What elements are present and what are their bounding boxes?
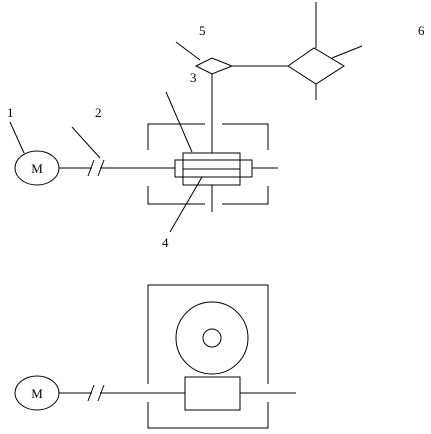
leader-3 <box>165 91 193 153</box>
label-4: 4 <box>162 235 169 250</box>
leader-4 <box>169 176 203 233</box>
motor-top-symbol: M <box>31 161 43 176</box>
wheel <box>175 301 249 375</box>
coupling-top <box>84 159 112 177</box>
label-5: 5 <box>199 23 206 38</box>
leader-2 <box>71 126 101 159</box>
bottom-housing-top <box>147 284 269 384</box>
large-diamond <box>287 47 345 85</box>
wheel-hub <box>202 328 222 348</box>
gear-element <box>174 152 253 186</box>
top-assembly: M 1 2 <box>7 2 425 250</box>
leader-6 <box>331 45 363 59</box>
motor-top: M <box>14 150 60 186</box>
bottom-housing-bottom <box>147 402 269 429</box>
small-diamond <box>194 57 234 75</box>
worm-block <box>184 376 241 411</box>
leader-5 <box>175 41 201 61</box>
label-3: 3 <box>190 70 197 85</box>
coupling-bottom <box>84 384 112 402</box>
motor-bottom-symbol: M <box>31 386 43 401</box>
label-6: 6 <box>418 23 425 38</box>
motor-bottom: M <box>14 375 60 411</box>
gearbox-housing <box>147 123 269 205</box>
leader-1 <box>9 121 25 154</box>
label-1: 1 <box>7 105 14 120</box>
bottom-assembly: M <box>14 284 296 429</box>
label-2: 2 <box>95 105 102 120</box>
